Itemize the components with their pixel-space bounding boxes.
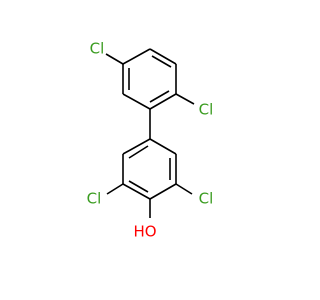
bond	[105, 53, 124, 65]
bond	[175, 93, 195, 105]
structure-diagram: Cl Cl Cl Cl HO	[87, 40, 214, 241]
chlorine-label: Cl	[199, 101, 214, 119]
bond	[128, 145, 149, 159]
bond	[122, 48, 151, 65]
bond	[122, 183, 151, 200]
bond	[106, 183, 124, 195]
hydroxyl-label: HO	[133, 223, 156, 241]
bond	[149, 48, 177, 65]
chlorine-label: Cl	[90, 40, 105, 58]
atom-labels: Cl Cl Cl Cl HO	[87, 40, 214, 241]
bond-lines	[105, 48, 195, 218]
chlorine-label: Cl	[87, 190, 102, 208]
bond	[149, 93, 177, 110]
bond	[149, 183, 177, 200]
chlorine-label: Cl	[199, 190, 214, 208]
bond	[122, 93, 151, 110]
bond	[149, 138, 177, 155]
bond	[151, 55, 172, 68]
bond	[122, 138, 151, 155]
bond	[175, 183, 193, 195]
bond	[149, 90, 170, 103]
bond	[128, 180, 149, 193]
